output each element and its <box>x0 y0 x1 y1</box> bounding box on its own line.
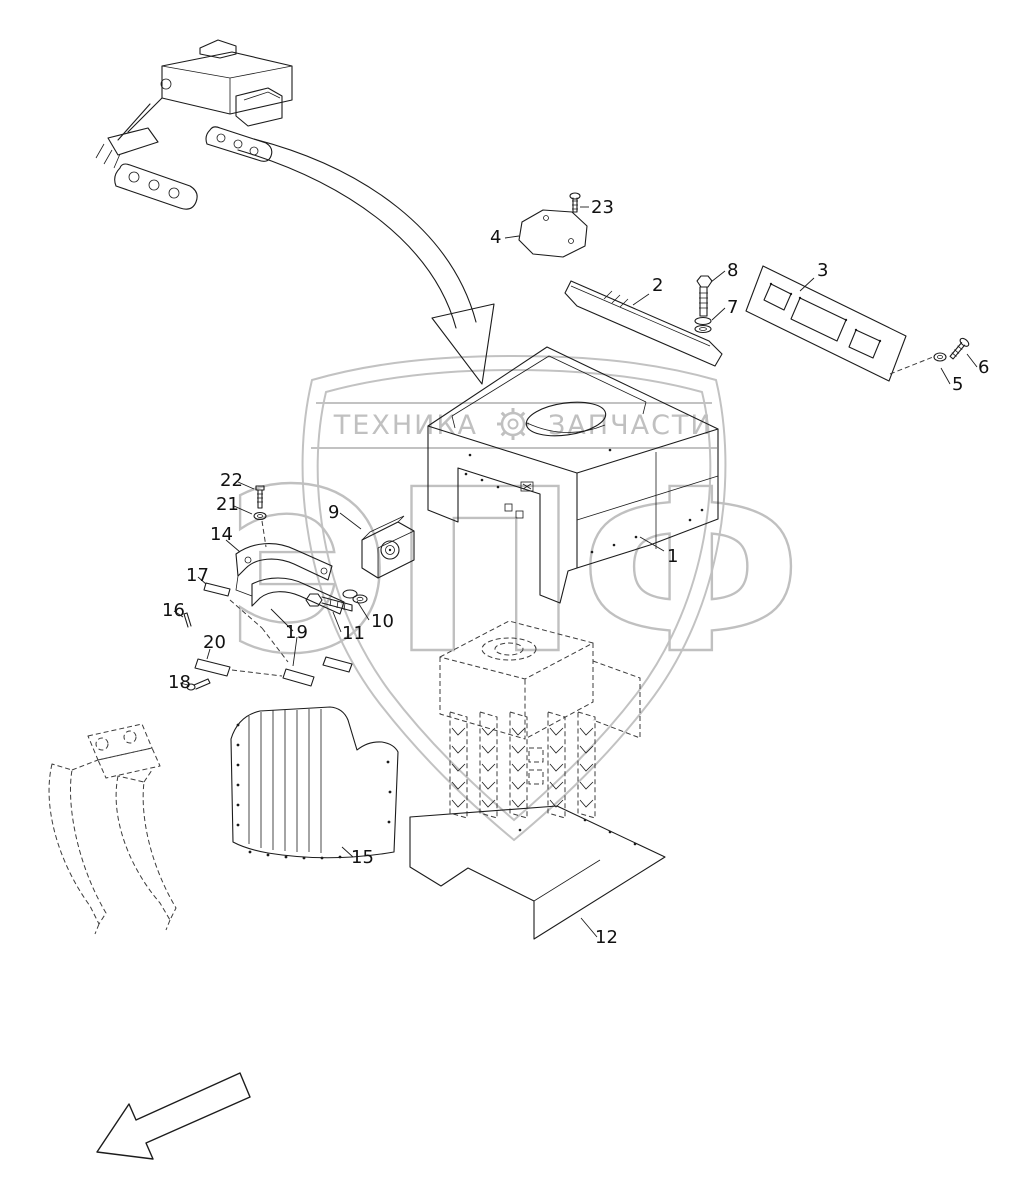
part-8-bolt <box>696 275 713 317</box>
part-label-2: 2 <box>652 275 663 296</box>
part-label-19: 19 <box>285 622 308 643</box>
gear-icon <box>497 408 529 440</box>
watermark-text-right: ЗАПЧАСТИ <box>548 410 713 441</box>
part-15-shroud <box>230 706 399 860</box>
part-label-17: 17 <box>186 565 209 586</box>
part-3-panel <box>745 265 907 382</box>
part-label-14: 14 <box>210 524 233 545</box>
part-labels: 1 2 3 4 5 6 7 8 9 10 11 12 14 15 16 17 1… <box>162 197 989 948</box>
part-22-screw <box>255 485 265 509</box>
part-10-washers <box>342 589 368 604</box>
part-label-4: 4 <box>490 227 501 248</box>
part-2-strip <box>564 280 723 367</box>
part-7-washers <box>694 316 712 334</box>
part-label-22: 22 <box>220 470 243 491</box>
part-18-screw <box>186 678 211 691</box>
machine-thumbnail <box>95 39 293 210</box>
construction-line-21 <box>261 520 267 548</box>
part-label-12: 12 <box>595 927 618 948</box>
part-label-18: 18 <box>168 672 191 693</box>
header-arms-dashed <box>48 723 177 935</box>
part-21-washer <box>253 511 267 521</box>
part-label-10: 10 <box>371 611 394 632</box>
part-16-pin <box>183 612 192 628</box>
part-12-plate <box>409 805 666 940</box>
part-9-bracket <box>361 515 415 579</box>
part-11-bolt <box>305 593 353 612</box>
engine-assembly-dashed <box>439 620 641 819</box>
part-label-21: 21 <box>216 494 239 515</box>
construction-lines-small-parts <box>229 599 289 677</box>
part-label-8: 8 <box>727 260 738 281</box>
part-label-11: 11 <box>342 623 365 644</box>
leader-lines <box>173 206 978 938</box>
part-1-hood <box>427 346 719 604</box>
part-label-20: 20 <box>203 632 226 653</box>
part-4-cover-plate <box>518 209 588 258</box>
part-14-curved-bracket <box>235 543 345 615</box>
part-label-9: 9 <box>328 502 339 523</box>
part-6-screw <box>949 337 970 360</box>
construction-line-panel-washer <box>889 356 934 375</box>
part-23-screw <box>569 192 581 213</box>
part-17-strip <box>203 582 231 597</box>
part-label-6: 6 <box>978 357 989 378</box>
pointer-curved-arrow <box>237 138 495 385</box>
direction-arrow <box>96 1072 251 1160</box>
watermark-letters: ЭПФ <box>226 442 803 704</box>
watermark-shield: ТЕХНИКА ЗАПЧАСТИ ЭПФ <box>225 354 803 842</box>
watermark-text-left: ТЕХНИКА <box>333 410 478 441</box>
part-label-5: 5 <box>952 374 963 395</box>
part-label-15: 15 <box>351 847 374 868</box>
part-label-3: 3 <box>817 260 828 281</box>
part-label-1: 1 <box>667 546 678 567</box>
part-label-23: 23 <box>591 197 614 218</box>
part-label-16: 16 <box>162 600 185 621</box>
part-19-strips <box>282 656 353 687</box>
part-20-strip <box>194 658 231 677</box>
part-5-washer <box>933 352 947 362</box>
part-label-7: 7 <box>727 297 738 318</box>
